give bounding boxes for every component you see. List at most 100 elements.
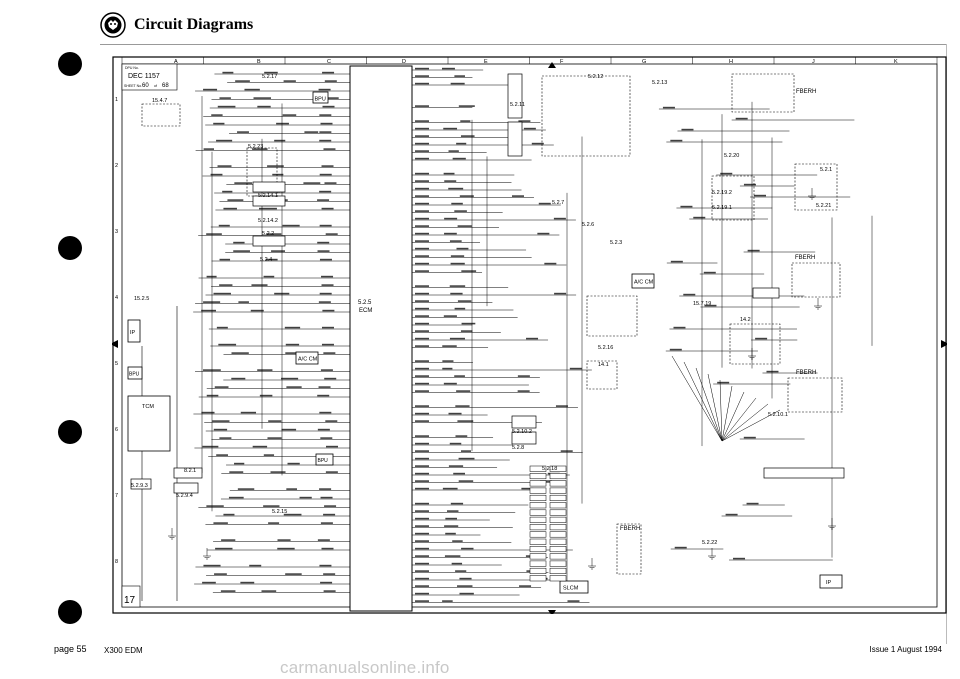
- column-label: A: [174, 59, 178, 65]
- footer-issue: Issue 1 August 1994: [869, 645, 943, 654]
- row-label: 3: [115, 229, 118, 235]
- column-label: C: [327, 59, 331, 65]
- reference-label: 5.2.3: [610, 240, 622, 246]
- row-label: 7: [115, 493, 118, 499]
- reference-label: 5.2.21: [816, 203, 831, 209]
- arrow-left-icon: [112, 340, 118, 348]
- reference-label: 15.7.19: [693, 301, 711, 307]
- jaguar-logo-icon: [100, 12, 126, 38]
- reference-label: 14.1: [598, 362, 609, 368]
- fberh-label-3: FBERH: [796, 370, 816, 376]
- svg-text:FBERH: FBERH: [796, 370, 816, 376]
- column-label: B: [257, 59, 261, 65]
- row-label: 6: [115, 427, 118, 433]
- connector-blocks: [130, 73, 845, 494]
- reference-label: 8.2.1: [184, 468, 196, 474]
- dpu-label: DPU No.: [125, 66, 139, 70]
- reference-label: 5.2.11: [510, 102, 525, 108]
- reference-label: 5.2.7: [552, 200, 564, 206]
- arrow-up-icon: [548, 62, 556, 68]
- column-label: K: [894, 59, 898, 65]
- page-header: Circuit Diagrams: [100, 10, 253, 40]
- fberh-label-2: FBERH: [795, 255, 815, 261]
- column-label: J: [812, 59, 815, 65]
- row-labels: 1 2 3 4 5 6 7 8: [115, 97, 118, 565]
- row-label: 8: [115, 559, 118, 565]
- sheet-number-box: 17: [121, 585, 141, 608]
- footer-doc: X300 EDM: [104, 646, 143, 655]
- wire-code-text: [201, 67, 779, 602]
- sheet-total: 68: [162, 83, 169, 89]
- binder-hole-1: [58, 52, 82, 76]
- watermark: carmanualsonline.info: [280, 658, 450, 677]
- reference-label: 5.2.16: [598, 345, 613, 351]
- bpu-module-top: BPU: [312, 91, 329, 104]
- binder-hole-4: [58, 600, 82, 624]
- svg-text:SLCM: SLCM: [563, 586, 579, 592]
- reference-label: 5.2.23: [248, 144, 263, 150]
- reference-label: 5.2.22: [702, 540, 717, 546]
- reference-label: 5.2.14.2: [258, 218, 278, 224]
- reference-label: 5.2.2: [262, 231, 274, 237]
- acm-module-right: A/C CM: [631, 273, 655, 289]
- binder-hole-3: [58, 420, 82, 444]
- arrow-right-icon: [941, 340, 947, 348]
- bpu-module-left: BPU: [127, 366, 143, 380]
- ecm-module: 5.2.5 ECM: [349, 65, 413, 612]
- column-label: H: [729, 59, 733, 65]
- reference-label: 5.2.13: [652, 80, 667, 86]
- ground-symbols: [168, 188, 836, 570]
- svg-text:BPU: BPU: [315, 97, 326, 103]
- svg-text:IP: IP: [826, 580, 832, 586]
- reference-label: 5.2.1: [820, 167, 832, 173]
- binder-hole-2: [58, 236, 82, 260]
- ip-module-right: IP: [819, 574, 843, 589]
- slcm-module: SLCM: [559, 580, 589, 594]
- svg-text:FBERH: FBERH: [795, 255, 815, 261]
- sheet-of-label: of: [154, 84, 157, 88]
- fberh-label-1: FBERH: [796, 89, 816, 95]
- reference-label: 14.2: [740, 317, 751, 323]
- footer-page: page 55: [54, 644, 87, 654]
- row-label: 4: [115, 295, 118, 301]
- reference-label: 5.2.6: [582, 222, 594, 228]
- ecm-ref: 5.2.5: [358, 300, 372, 306]
- row-label: 2: [115, 163, 118, 169]
- sheet-number: 17: [124, 595, 136, 606]
- reference-label: 5.2.19.2: [712, 190, 732, 196]
- reference-label: 5.2.14.1: [258, 193, 278, 199]
- column-label: E: [484, 59, 488, 65]
- acm-module-left: A/C CM: [295, 351, 319, 365]
- ecm-label: ECM: [359, 308, 372, 314]
- row-label: 1: [115, 97, 118, 103]
- row-label: 5: [115, 361, 118, 367]
- svg-text:A/C CM: A/C CM: [634, 280, 654, 286]
- reference-label: 5.2.12: [588, 74, 603, 80]
- page-title: Circuit Diagrams: [134, 16, 254, 33]
- reference-label: 5.2.20: [724, 153, 739, 159]
- bpu-module-bottom: BPU: [315, 453, 334, 466]
- reference-labels: 5.2.17 15.4.7 5.2.23 5.2.14.1 5.2.14.2 5.2.2 5…: [131, 74, 832, 546]
- reference-label: 5.2.8: [512, 445, 524, 451]
- sheet-no-label: SHEET No.: [124, 84, 142, 88]
- reference-label: 5.2.18: [542, 466, 557, 472]
- svg-text:TCM: TCM: [142, 404, 154, 410]
- reference-label: 15.4.7: [152, 98, 167, 104]
- reference-label: 5.2.17: [262, 74, 277, 80]
- svg-text:A/C CM: A/C CM: [298, 357, 318, 363]
- svg-text:FBERH: FBERH: [620, 526, 640, 532]
- column-label: D: [402, 59, 406, 65]
- reference-label: 5.2.19.1: [712, 205, 732, 211]
- header-rule: [100, 44, 946, 45]
- ip-module-left: IP: [127, 319, 141, 343]
- sheet-frame: [112, 56, 947, 614]
- tcm-module: TCM: [127, 395, 171, 452]
- svg-text:BPU: BPU: [318, 458, 329, 464]
- svg-text:FBERH: FBERH: [796, 89, 816, 95]
- reference-label: 5.2.15: [272, 509, 287, 515]
- relay-grid: [529, 465, 567, 582]
- title-block: DPU No. DEC 1157 SHEET No. 60 of 68: [121, 63, 178, 91]
- sheet-no: 60: [142, 83, 149, 89]
